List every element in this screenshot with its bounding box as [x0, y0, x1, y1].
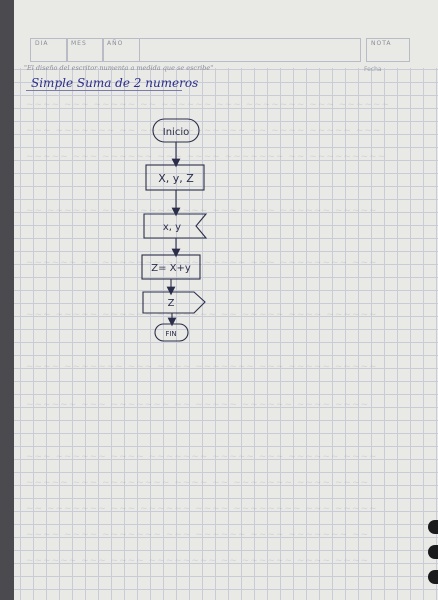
bleed-through-text: ~~~~ ~~~~~~~ ~~~ ~~~~ ~~~~~~~ ~~~ ~~~~~ …	[26, 362, 378, 372]
bleed-through-text: ~~~~ ~~~ ~~~~~ ~~ ~~~~~~ ~~~ ~~~~~~~ ~~~…	[26, 100, 388, 110]
day-box: DIA	[30, 38, 68, 62]
page-title: Simple Suma de 2 numeros	[31, 76, 199, 90]
year-box: AÑO	[102, 38, 140, 62]
bleed-through-text: ~~~~~ ~~~ ~~~~~~ ~~~ ~~~~ ~~~~~~~ ~~ ~~~…	[26, 152, 387, 162]
bleed-through-text: ~~~~~~ ~~~ ~~~~~~~ ~~ ~~~~~ ~~~~~~ ~~~~ …	[26, 400, 370, 410]
header-quote: "El diseño del escritor numenta a medida…	[24, 64, 214, 72]
output-shape	[142, 291, 206, 314]
month-box: MES	[66, 38, 104, 62]
end-terminal	[154, 323, 189, 342]
bleed-through-text: ~~~ ~~~~~~~ ~~ ~~~~ ~~~~~~~~ ~~ ~~~~ ~~~…	[26, 126, 382, 136]
spiral-ring	[428, 570, 438, 584]
bleed-through-text: ~~ ~~~~~~~ ~~~ ~~~~~~ ~~~~ ~~~~~~~~ ~~~ …	[26, 504, 378, 514]
header-line-box	[138, 38, 361, 62]
bleed-through-text: ~~ ~~~~~~ ~~~~ ~~~~~~~~ ~~~ ~~~~ ~~~~~~ …	[26, 206, 378, 216]
notebook-page	[14, 0, 438, 600]
bleed-through-text: ~~~~~ ~~~ ~~~~~~~~ ~~~~ ~~ ~~~~~~~ ~~~~ …	[26, 478, 370, 488]
bleed-through-text: ~~~~ ~~~~ ~~~~~~~ ~~~ ~~~~~~ ~~~~ ~~~~~~…	[26, 530, 370, 540]
read-label: x, y	[163, 222, 181, 233]
bleed-through-text: ~~~ ~~~~~ ~~~~~~ ~~~~~~~ ~~ ~~~~~ ~~~~ ~…	[26, 310, 378, 320]
spiral-ring	[428, 545, 438, 559]
bleed-through-text: ~~~~~~ ~~ ~~~~~~~ ~~~~ ~~~~~ ~~~ ~~~~~~~…	[26, 258, 378, 268]
start-label: Inicio	[163, 127, 189, 138]
date-label: Fecha	[364, 66, 382, 73]
title-underline	[26, 90, 182, 91]
output-label: Z	[168, 298, 175, 309]
bleed-through-text: ~~~ ~~~~~~ ~~~~ ~~~~~~~ ~~~~~ ~~~ ~~~~~~…	[26, 452, 378, 462]
end-label: FIN	[165, 330, 176, 338]
input-box	[145, 164, 205, 191]
spiral-ring	[428, 520, 438, 534]
grade-box: NOTA	[366, 38, 410, 62]
assign-label: Z= X+y	[151, 263, 191, 274]
read-flag-shape	[143, 213, 208, 239]
input-label: X, y, Z	[158, 172, 194, 185]
page-header	[14, 0, 438, 68]
bleed-through-text: ~~~~~~ ~~~ ~~~~ ~~~~~~~~ ~~ ~~~~~~ ~~~~ …	[26, 556, 370, 566]
